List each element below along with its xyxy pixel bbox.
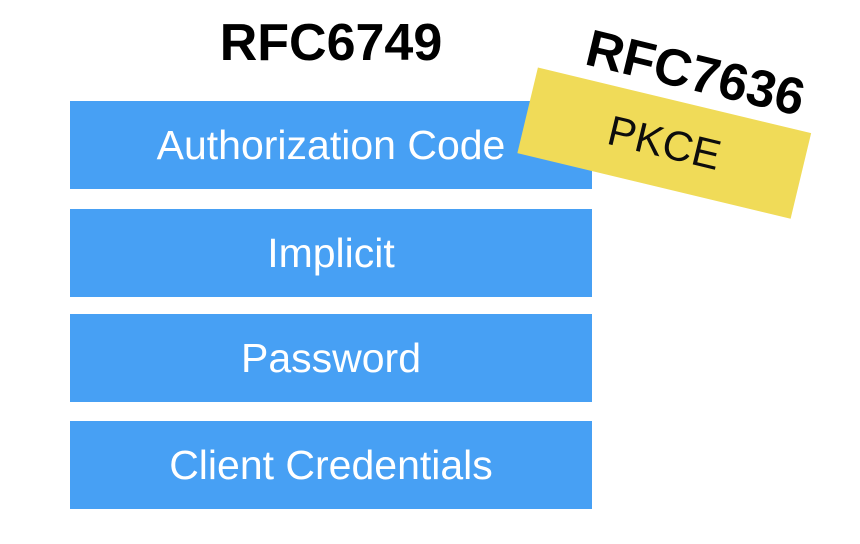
grant-bar-implicit: Implicit (70, 209, 592, 297)
grant-bar-label: Password (240, 334, 421, 381)
grant-bar-label: Client Credentials (169, 441, 493, 488)
rfc6749-title: RFC6749 (219, 14, 443, 72)
grant-bar-password: Password (70, 314, 592, 402)
grant-bar-authorization-code: Authorization Code (70, 101, 592, 189)
grant-bar-client-credentials: Client Credentials (70, 421, 592, 509)
grant-bar-label: Implicit (267, 229, 395, 276)
grant-bar-label: Authorization Code (156, 121, 506, 168)
pkce-sticker-label: PKCE (603, 106, 726, 179)
